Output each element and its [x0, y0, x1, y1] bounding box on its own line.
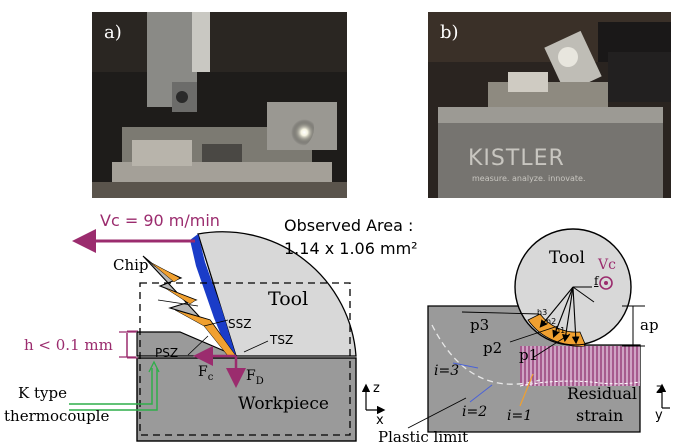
workpiece-label: Workpiece [238, 394, 329, 414]
rolling-vc-label: Vc [598, 257, 616, 273]
h-label: h < 0.1 mm [24, 336, 113, 354]
kistler-logo-text: KISTLER [468, 146, 565, 171]
tool-shape [197, 231, 357, 357]
chip-label: Chip [113, 256, 149, 274]
residual-label: Residual [567, 384, 638, 403]
kistler-tagline: measure. analyze. innovate. [472, 174, 586, 183]
observed-area-title: Observed Area : [284, 216, 414, 235]
strain-label: strain [576, 406, 624, 425]
axis-x-label: x [376, 413, 384, 428]
workpiece-block [136, 357, 357, 442]
h1-label: h1 [555, 326, 566, 335]
axis-z-label: z [373, 381, 380, 396]
fc-label: Fc [198, 364, 214, 383]
thermocouple-wire [69, 368, 158, 411]
thermocouple-label-2: thermocouple [4, 407, 110, 425]
h3-label: h3 [537, 308, 548, 317]
observed-area-box [139, 282, 351, 436]
observed-area-size: 1.14 x 1.06 mm² [284, 239, 418, 258]
ap-label: ap [640, 316, 659, 334]
thermocouple-label-1: K type [18, 384, 67, 402]
i2-label: i=2 [462, 404, 488, 420]
i1-label: i=1 [507, 408, 533, 424]
axis-z-right-label: z [656, 382, 663, 397]
h2-label: h2 [546, 317, 557, 326]
p1-label: p1 [519, 346, 539, 364]
tool-label: Tool [268, 288, 309, 310]
photo-b-label: b) [440, 22, 459, 43]
p3-label: p3 [470, 316, 490, 334]
p2-label: p2 [483, 339, 503, 357]
photo-b-image [428, 12, 671, 198]
photo-a: a) [92, 12, 347, 198]
rolling-tool-label: Tool [549, 248, 585, 268]
photo-a-image [92, 12, 347, 198]
vc-rotation-icon [599, 276, 613, 290]
feed-label: f [594, 274, 599, 288]
secondary-shear-zone [190, 234, 236, 356]
plastic-limit-label: Plastic limit [378, 428, 469, 446]
axis-y-right-label: y [655, 408, 663, 423]
ssz-label: SSZ [228, 317, 252, 331]
psz-label: PSZ [155, 346, 179, 360]
vc-label: Vc = 90 m/min [100, 211, 220, 230]
photo-a-label: a) [104, 22, 122, 43]
photo-b: b) KISTLER measure. analyze. innovate. [428, 12, 671, 198]
fd-label: FD [246, 368, 264, 387]
tsz-label: TSZ [270, 333, 294, 347]
i3-label: i=3 [434, 363, 460, 379]
